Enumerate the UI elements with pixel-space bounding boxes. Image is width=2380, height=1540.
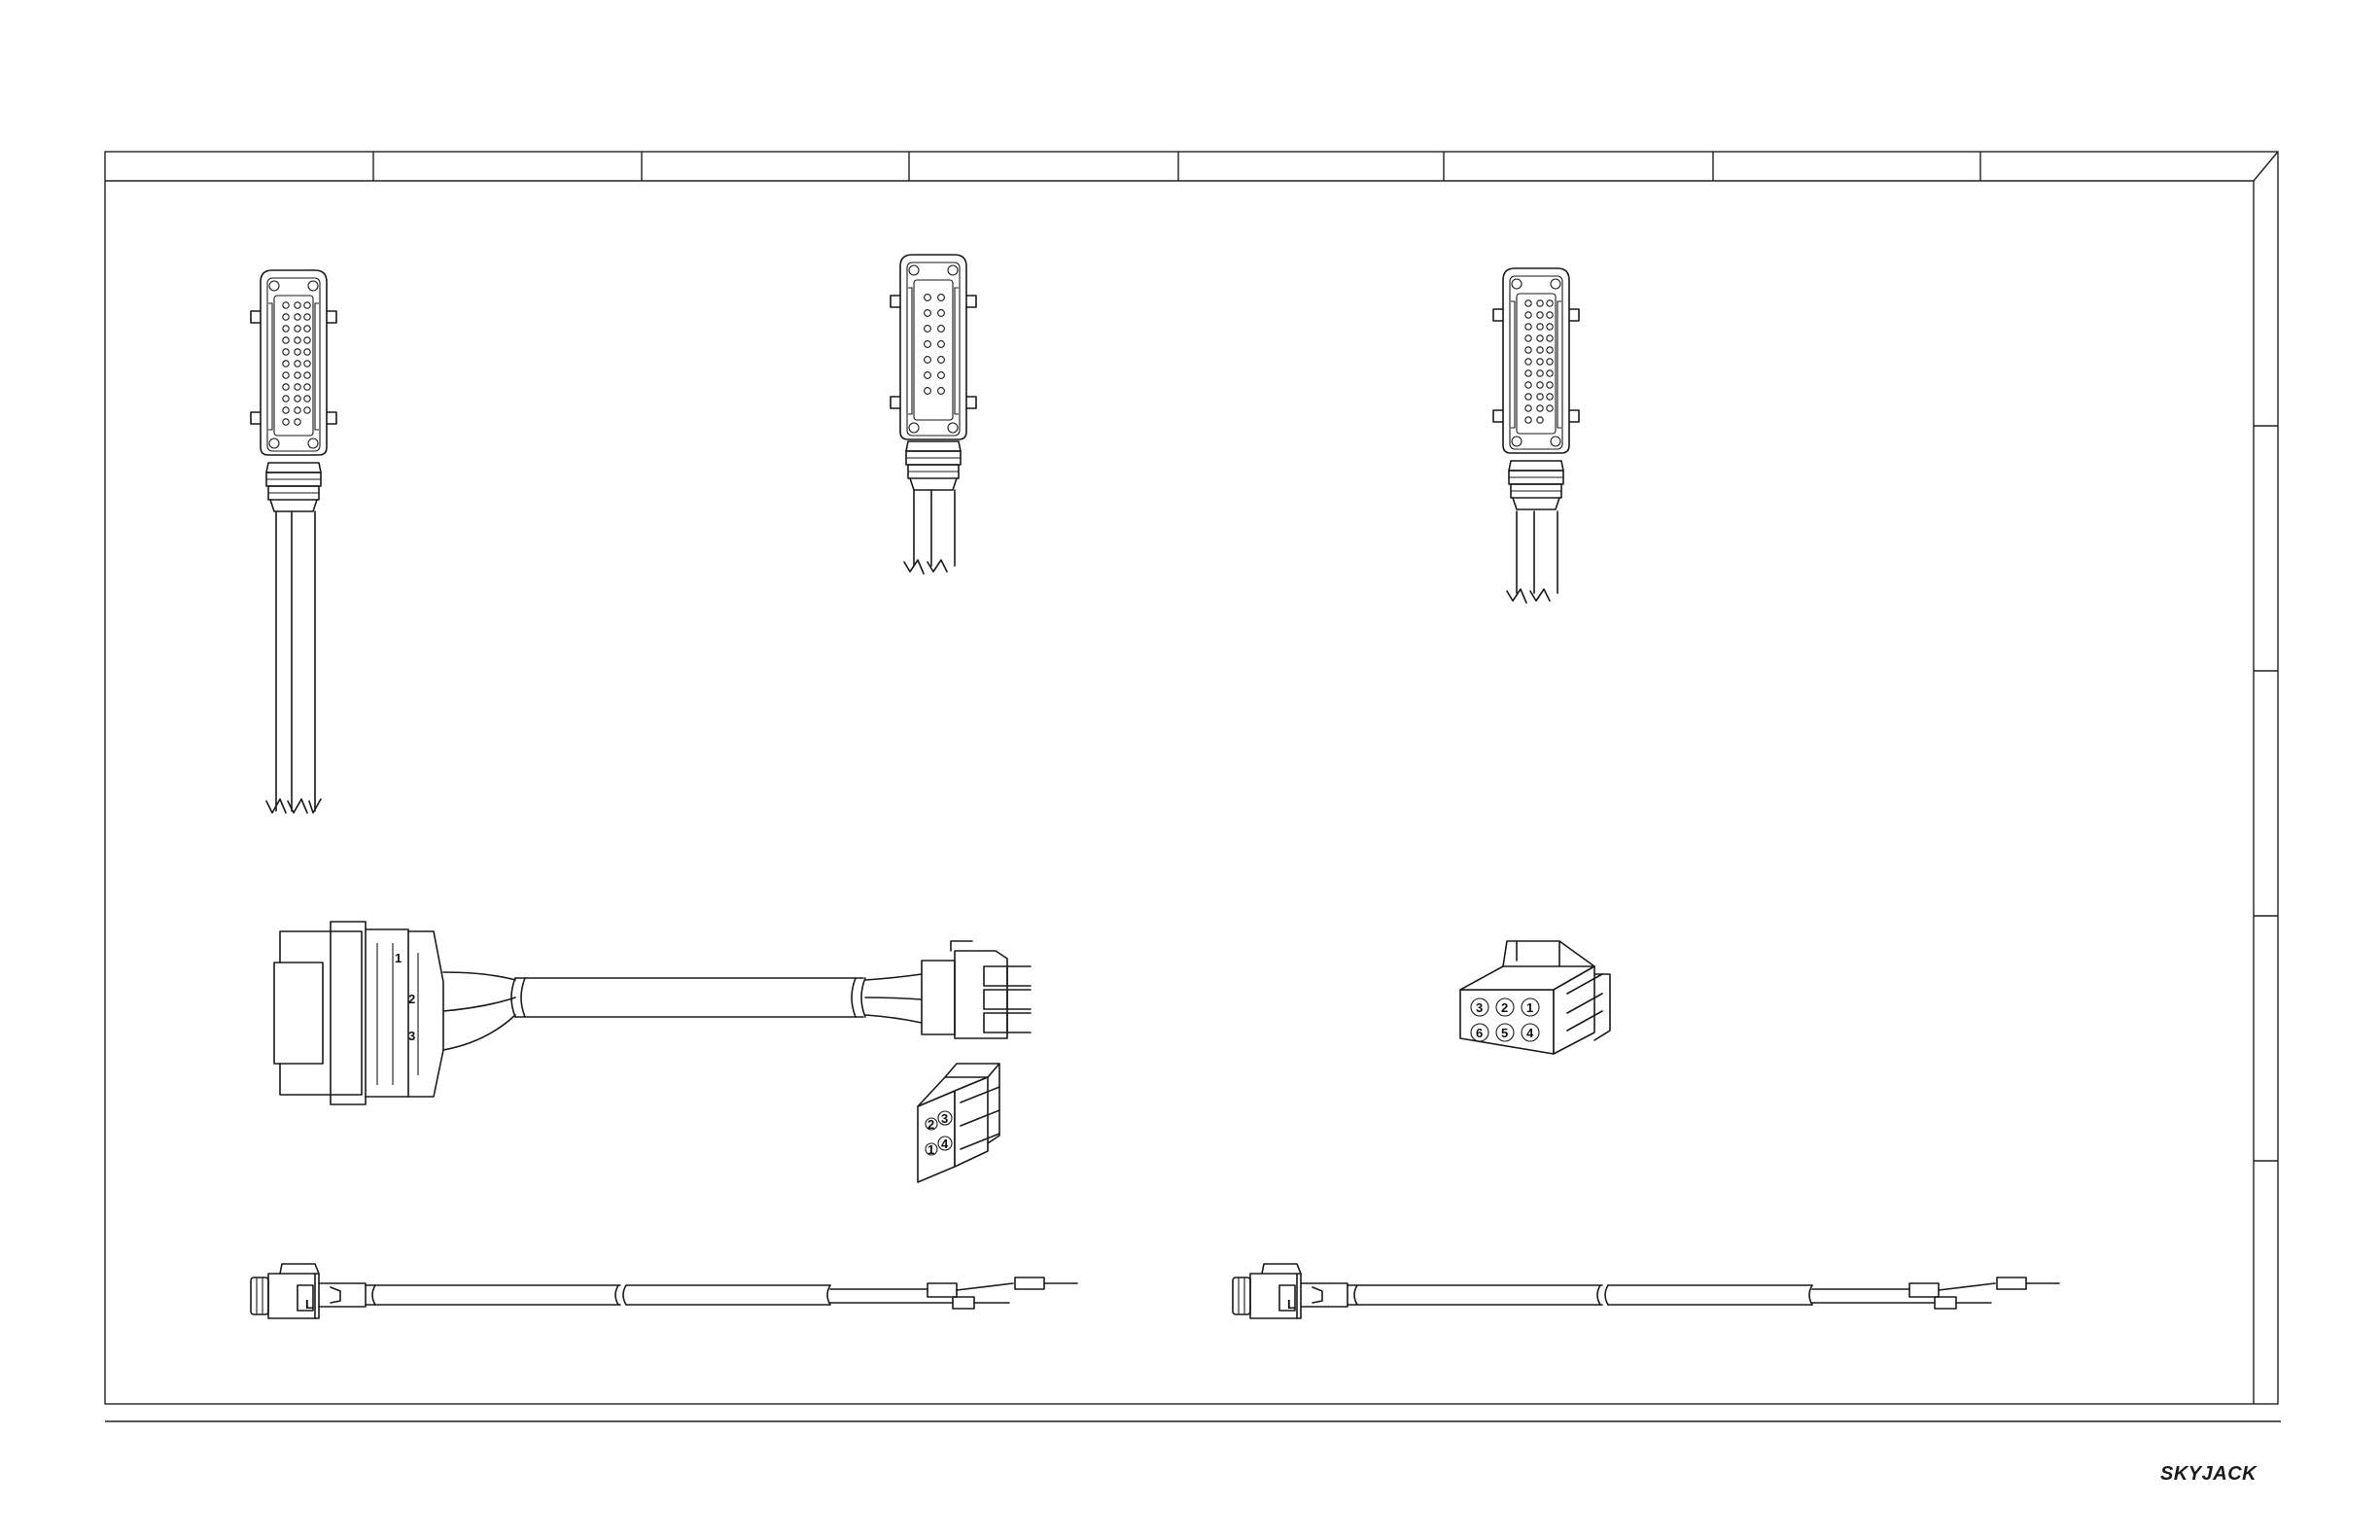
sensor-cable-left <box>251 1264 1077 1318</box>
pin-label-3: 3 <box>941 1111 948 1126</box>
harting-connector-a <box>251 270 336 813</box>
mini-plug-4pin: 3 2 4 1 <box>918 1064 999 1182</box>
mini-plug-6pin: 3 2 1 6 5 4 <box>1460 941 1610 1054</box>
pin-label-5: 5 <box>1501 1026 1508 1040</box>
sensor-cable-right <box>1233 1264 2059 1318</box>
pin-label-1: 1 <box>395 951 402 965</box>
pin-label-2: 2 <box>1501 1000 1508 1015</box>
harting-connector-b <box>891 255 976 574</box>
sheet-frame <box>105 152 2281 1421</box>
pin-label-3: 3 <box>1476 1000 1483 1015</box>
pin-label-6: 6 <box>1476 1026 1483 1040</box>
pin-label-1: 1 <box>928 1142 934 1157</box>
pin-label-2: 2 <box>408 992 415 1006</box>
pin-label-3: 3 <box>408 1029 415 1043</box>
pin-label-4: 4 <box>941 1137 949 1151</box>
pin-label-1: 1 <box>1526 1000 1533 1015</box>
skyjack-logo-text: SKYJACK <box>2160 1463 2258 1485</box>
pin-label-2: 2 <box>928 1117 934 1132</box>
circular-connector-cable: 1 2 3 <box>274 922 1031 1104</box>
pin-label-4: 4 <box>1526 1026 1534 1040</box>
skyjack-logo: SKYJACK <box>2160 1458 2287 1488</box>
harting-connector-c <box>1493 268 1579 603</box>
